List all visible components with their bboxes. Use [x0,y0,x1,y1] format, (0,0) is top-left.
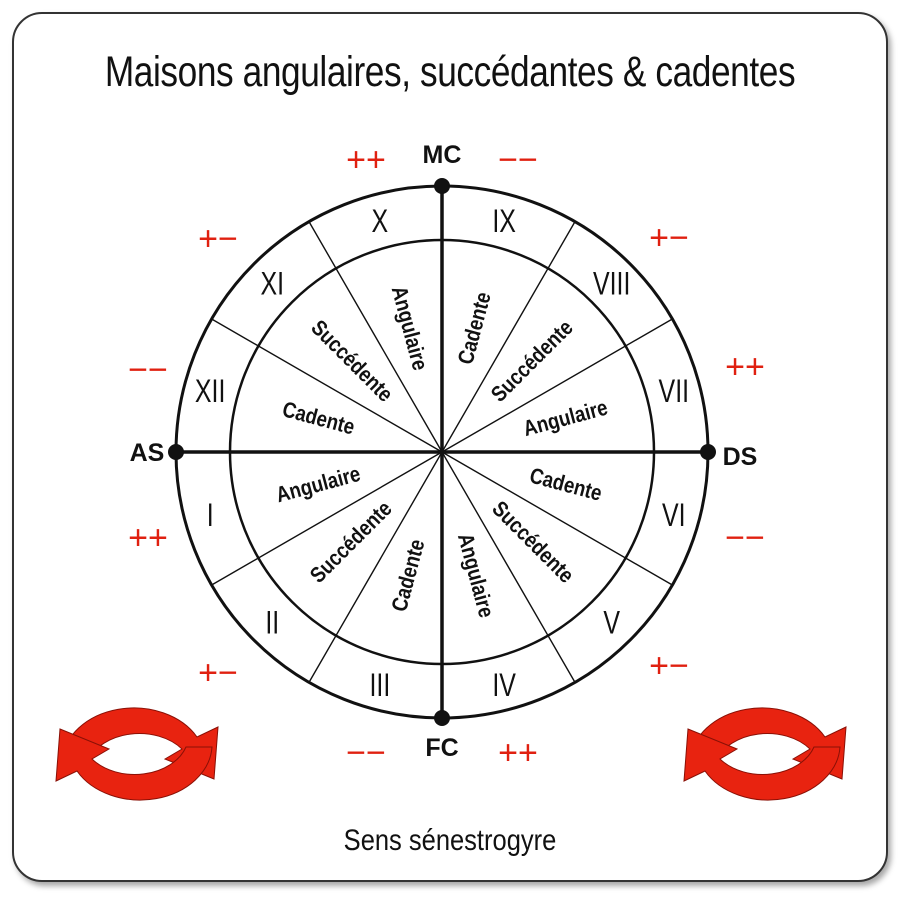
sign-xi-x: +− [198,220,238,258]
cusp-line [441,318,673,453]
axis-point-as [168,444,184,460]
house-numeral: IX [492,204,516,240]
house-type-label: Succédente [487,316,578,407]
sign-mc-right: −− [498,141,538,179]
cusp-line [441,451,673,586]
rotation-caption: Sens sénestrogyre [343,824,557,857]
house-type-label: Angulaire [453,531,498,620]
sign-i: ++ [128,519,168,557]
page-title: Maisons angulaires, succédantes & cadent… [104,48,796,96]
cusp-line [441,451,576,683]
house-numeral: V [603,606,620,642]
axis-label-ds: DS [723,443,758,471]
house-numeral: I [207,498,214,534]
sign-ix-viii: +− [649,219,689,257]
house-type-label: Cadente [527,464,604,506]
sign-xii: −− [128,351,168,389]
sign-iii-ii: +− [198,654,238,692]
sign-vii: ++ [725,348,765,386]
house-type-label: Cadente [454,290,496,367]
house-numeral: II [265,606,279,642]
house-numeral: XI [261,266,285,302]
cusp-line [308,451,443,683]
house-type-label: Succédente [306,316,397,407]
diagram-card: Maisons angulaires, succédantes & cadent… [12,12,888,882]
cusp-line [441,221,576,453]
axis-point-mc [434,178,450,194]
rotate-arrows-icon [683,707,847,801]
house-type-label: Angulaire [274,463,363,508]
sign-mc-left: ++ [346,141,386,179]
axis-label-mc: MC [423,141,462,169]
sign-fc-right: ++ [498,734,538,772]
house-type-label: Cadente [280,398,357,440]
house-numeral: XII [195,374,226,410]
house-numeral: III [369,668,390,704]
house-type-label: Angulaire [386,284,431,373]
house-numeral: X [372,204,389,240]
house-type-label: Succédente [306,497,397,588]
axis-point-ds [700,444,716,460]
house-type-label: Cadente [388,537,430,614]
house-numeral: VI [662,498,686,534]
cusp-line [211,318,443,453]
cusp-line [308,221,443,453]
axis-label-fc: FC [425,734,458,762]
sign-fc-left: −− [346,734,386,772]
house-type-label: Succédente [487,497,578,588]
axis-point-fc [434,710,450,726]
house-type-label: Angulaire [521,396,610,441]
cusp-line [211,451,443,586]
house-numeral: VIII [593,266,630,302]
sign-v-iv: +− [649,647,689,685]
rotate-arrows-icon [55,707,219,801]
axis-label-as: AS [130,439,165,467]
house-numeral: VII [659,374,690,410]
house-numeral: IV [492,668,516,704]
sign-vi: −− [725,519,765,557]
